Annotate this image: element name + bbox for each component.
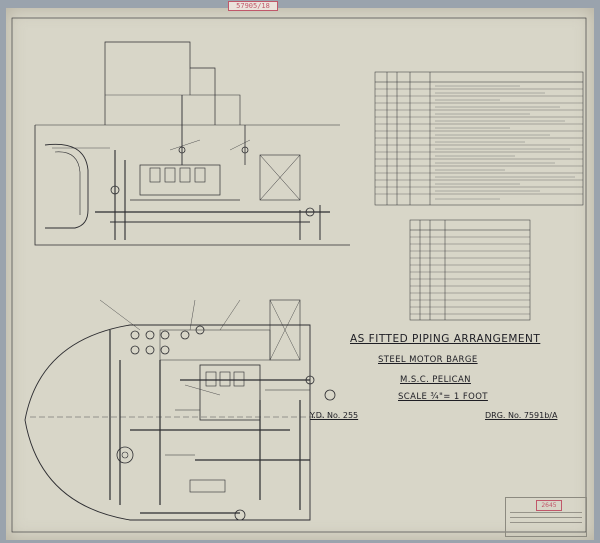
fittings-table: [409, 219, 531, 321]
approval-stamp: [505, 497, 587, 537]
yard-number: Y.D. No. 255: [310, 411, 359, 420]
reference-tag: 57905/18: [228, 1, 278, 11]
drawing-number: DRG. No. 7591b/A: [485, 411, 558, 420]
elevation-view: [34, 41, 350, 246]
title-block: AS FITTED PIPING ARRANGEMENT STEEL MOTOR…: [300, 325, 590, 465]
sheet-border: [11, 17, 587, 533]
vessel-type: STEEL MOTOR BARGE: [378, 355, 478, 365]
drawing-scale: SCALE ¾"= 1 FOOT: [398, 392, 488, 402]
stamp-number: 2645: [536, 500, 562, 511]
valve-schedule-table: [374, 71, 584, 206]
drawing-title: AS FITTED PIPING ARRANGEMENT: [350, 333, 541, 345]
plan-view: [24, 299, 336, 521]
vessel-name: M.S.C. PELICAN: [400, 375, 471, 385]
